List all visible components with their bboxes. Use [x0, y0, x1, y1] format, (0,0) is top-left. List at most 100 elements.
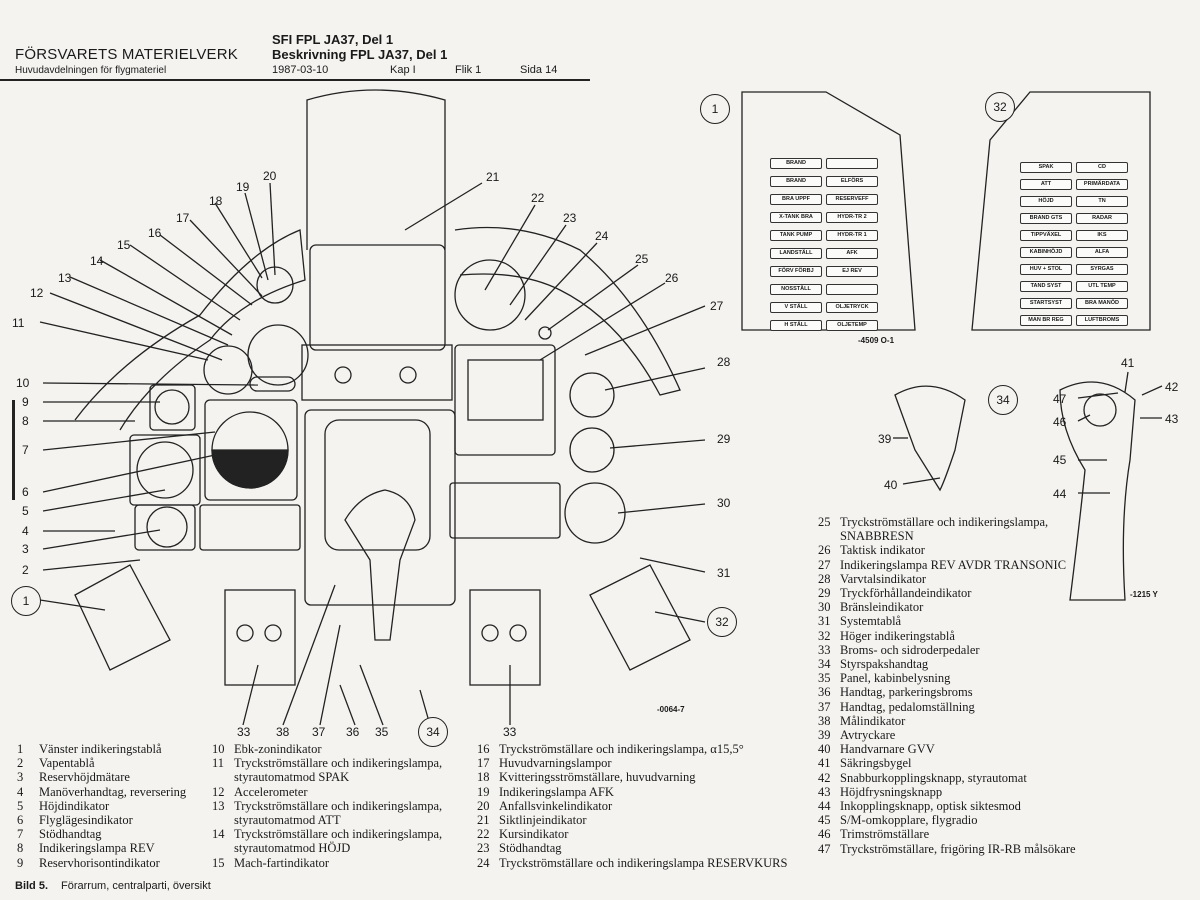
panel32-label: STARTSYST	[1020, 298, 1072, 309]
callout-9: 9	[22, 395, 29, 409]
callout-16: 16	[148, 226, 162, 240]
callout-13: 13	[58, 271, 72, 285]
system-panel	[449, 482, 561, 539]
document-date: 1987-03-10	[272, 64, 329, 76]
hud-knob-si	[334, 366, 352, 384]
callout-31: 31	[717, 566, 731, 580]
callout-36: 36	[346, 725, 360, 739]
callout-34: 34	[426, 725, 440, 739]
panel1-label: BRA UPPF	[770, 194, 822, 205]
fuel-gauge	[564, 482, 626, 544]
callout-33-right: 33	[503, 725, 517, 739]
callout-25: 25	[635, 252, 649, 266]
panel32-label: LUFTBROMS	[1076, 315, 1128, 326]
tactical-display-frame	[304, 409, 456, 606]
panel32-label: IKS	[1076, 230, 1128, 241]
panel1-right-column: ELFÖRS RESERVEFF HYDR-TR 2 HYDR-TR 1 AFK…	[826, 158, 878, 331]
panel32-id-circle: 32	[985, 92, 1015, 122]
left-pedal	[224, 589, 296, 686]
panel32-label: PRIMÄRDATA	[1076, 179, 1128, 190]
panel1-id-circle: 1	[700, 94, 730, 124]
tab-label: Flik 1	[455, 64, 482, 76]
callout-19: 19	[236, 180, 250, 194]
callout-10: 10	[16, 376, 30, 390]
callout-1-circle: 1	[11, 586, 41, 616]
panel1-label: LANDSTÄLL	[770, 248, 822, 259]
panel1-label: AFK	[826, 248, 878, 259]
document-subtitle: Beskrivning FPL JA37, Del 1	[272, 47, 448, 62]
heading-indicator	[454, 259, 526, 331]
panel1-label: HYDR-TR 2	[826, 212, 878, 223]
callout-38: 38	[276, 725, 290, 739]
left-warning-panel	[74, 564, 171, 671]
panel1-label: H STÄLL	[770, 320, 822, 331]
panel1-label	[826, 158, 878, 169]
callout-6: 6	[22, 485, 29, 499]
figure-title: Förarrum, centralparti, översikt	[61, 880, 211, 892]
document-title: SFI FPL JA37, Del 1	[272, 32, 394, 47]
ebk-zone-indicator	[249, 376, 296, 392]
panel32-right-column: CD PRIMÄRDATA TN RADAR IKS ALFA SYRGAS U…	[1076, 162, 1128, 326]
panel32-label: MAN BR REG	[1020, 315, 1072, 326]
reserve-altimeter-gauge	[146, 506, 188, 548]
callout-27: 27	[710, 299, 724, 313]
callout-21: 21	[486, 170, 500, 184]
panel1-id: 1	[711, 102, 719, 116]
organization-name: FÖRSVARETS MATERIELVERK	[15, 46, 238, 63]
callout-40: 40	[884, 478, 898, 492]
page-number: Sida 14	[520, 64, 558, 76]
reserve-altimeter-frame	[134, 504, 196, 551]
hud-glass	[306, 89, 446, 250]
panel32-label: RADAR	[1076, 213, 1128, 224]
panel32-label: HÖJD	[1020, 196, 1072, 207]
trim-switch	[1083, 393, 1117, 427]
panel1-label: OLJETEMP	[826, 320, 878, 331]
callout-32-circle: 32	[707, 607, 737, 637]
header-divider	[0, 79, 590, 81]
standby-horizon-frame	[149, 384, 196, 431]
callout-15: 15	[117, 238, 131, 252]
panel32-outline	[971, 91, 1151, 331]
callout-34-circle: 34	[418, 717, 448, 747]
callout-8: 8	[22, 414, 29, 428]
glareshield-right	[454, 226, 681, 396]
panel32-left-column: SPAK ATT HÖJD BRAND GTS TIPPVÄXEL KABINH…	[1020, 162, 1072, 326]
hud-knob-res	[399, 366, 417, 384]
hud-control-box	[301, 344, 453, 401]
stick-grip-detail	[1059, 381, 1136, 601]
adi-ground-half	[211, 449, 289, 489]
